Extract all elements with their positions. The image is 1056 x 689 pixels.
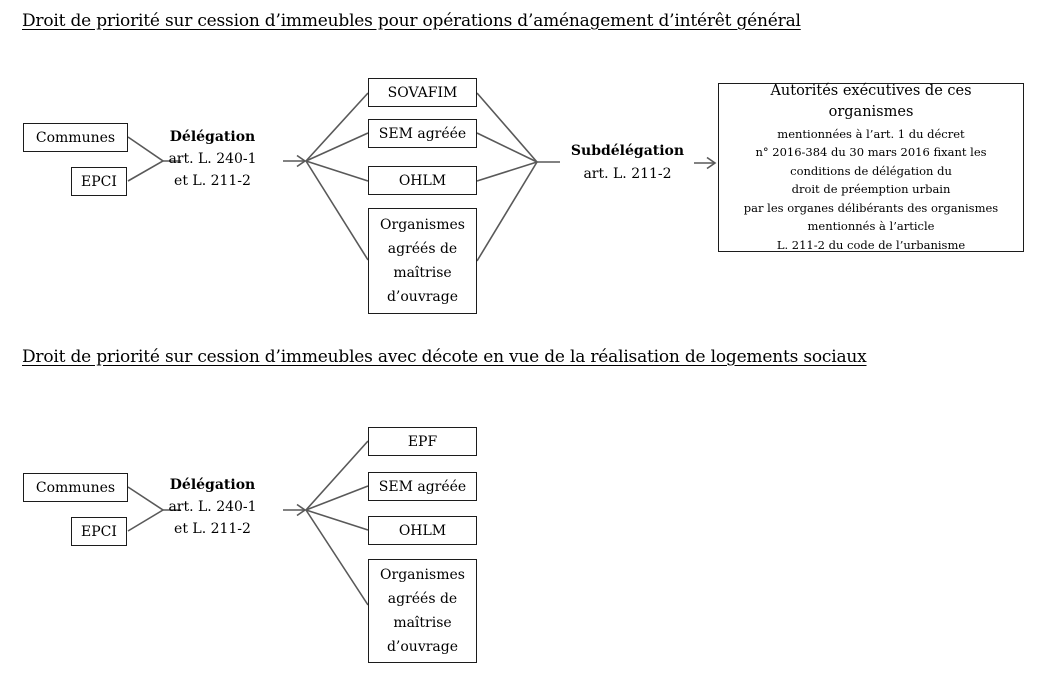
- d1-subdelegation-ref1: art. L. 211-2: [583, 166, 672, 182]
- d1-fan-line-4: [305, 160, 369, 261]
- d2-box-organismes-label: Organismes agréés de maîtrise d’ouvrage: [380, 567, 465, 655]
- d2-fan-line-2: [305, 485, 369, 511]
- d1-box-sovafim: SOVAFIM: [368, 78, 477, 107]
- d1-fan-line-2: [305, 132, 369, 162]
- d1-converge-line-4: [476, 161, 538, 262]
- d1-box-organismes-label: Organismes agréés de maîtrise d’ouvrage: [380, 217, 465, 305]
- d2-box-sem-agreee: SEM agréée: [368, 472, 477, 501]
- d1-fan-line-1: [305, 92, 369, 162]
- d1-autorites-heading: Autorités exécutives de ces organismes: [770, 82, 972, 120]
- d2-box-epci-label: EPCI: [81, 523, 117, 540]
- section2-title: Droit de priorité sur cession d’immeuble…: [22, 347, 867, 367]
- d2-box-communes-label: Communes: [35, 479, 116, 496]
- d2-box-ohlm: OHLM: [368, 516, 477, 545]
- d1-autorites-line: conditions de délégation du: [790, 163, 952, 178]
- d1-delegation-ref1: art. L. 240-1: [168, 151, 257, 167]
- d1-arrow2-head: [706, 156, 717, 170]
- d1-box-epci-label: EPCI: [81, 173, 117, 190]
- d1-converge-line-3: [476, 161, 538, 182]
- d2-delegation-label: Délégation art. L. 240-1 et L. 211-2: [155, 474, 270, 540]
- d2-delegation-title: Délégation: [169, 477, 256, 493]
- d1-box-sovafim-label: SOVAFIM: [387, 84, 458, 101]
- d1-box-epci: EPCI: [71, 167, 127, 196]
- d1-arrow1-head: [296, 154, 307, 168]
- d1-autorites-line: droit de préemption urbain: [791, 182, 951, 197]
- d1-subdelegation-title: Subdélégation: [570, 143, 685, 159]
- d1-box-communes-label: Communes: [35, 129, 116, 146]
- d2-box-ohlm-label: OHLM: [398, 522, 447, 539]
- d1-box-organismes: Organismes agréés de maîtrise d’ouvrage: [368, 208, 477, 314]
- d1-autorites-line: mentionnées à l’art. 1 du décret: [777, 126, 965, 141]
- d1-box-autorites: Autorités exécutives de ces organismes m…: [718, 83, 1024, 252]
- d2-box-epf: EPF: [368, 427, 477, 456]
- d1-delegation-title: Délégation: [169, 129, 256, 145]
- d2-delegation-ref2: et L. 211-2: [174, 521, 251, 537]
- d2-box-epci: EPCI: [71, 517, 127, 546]
- d1-subdelegation-label: Subdélégation art. L. 211-2: [560, 140, 695, 186]
- d2-fan-line-1: [305, 440, 369, 511]
- d1-box-sem-agreee: SEM agréée: [368, 119, 477, 148]
- d1-box-communes: Communes: [23, 123, 128, 152]
- d2-fan-line-4: [305, 509, 369, 606]
- d2-box-communes: Communes: [23, 473, 128, 502]
- d1-autorites-line: n° 2016-384 du 30 mars 2016 fixant les: [755, 145, 987, 160]
- d2-box-epf-label: EPF: [407, 433, 438, 450]
- d2-fan-line-3: [305, 509, 369, 531]
- d1-box-ohlm: OHLM: [368, 166, 477, 195]
- d1-delegation-ref2: et L. 211-2: [174, 173, 251, 189]
- d1-autorites-line: L. 211-2 du code de l’urbanisme: [776, 237, 966, 252]
- d2-box-organismes: Organismes agréés de maîtrise d’ouvrage: [368, 559, 477, 663]
- d1-converge-line-1: [476, 92, 538, 163]
- d2-box-sem-agreee-label: SEM agréée: [378, 478, 467, 495]
- d1-fan-line-3: [305, 160, 369, 182]
- d1-converge-line-2: [476, 132, 538, 163]
- d1-delegation-label: Délégation art. L. 240-1 et L. 211-2: [155, 126, 270, 192]
- d2-delegation-ref1: art. L. 240-1: [168, 499, 257, 515]
- d2-arrow1-head: [296, 503, 307, 517]
- d1-box-sem-agreee-label: SEM agréée: [378, 125, 467, 142]
- section1-title: Droit de priorité sur cession d’immeuble…: [22, 11, 801, 31]
- d1-autorites-line: mentionnés à l’article: [807, 219, 935, 234]
- d1-autorites-line: par les organes délibérants des organism…: [743, 200, 999, 215]
- d1-box-ohlm-label: OHLM: [398, 172, 447, 189]
